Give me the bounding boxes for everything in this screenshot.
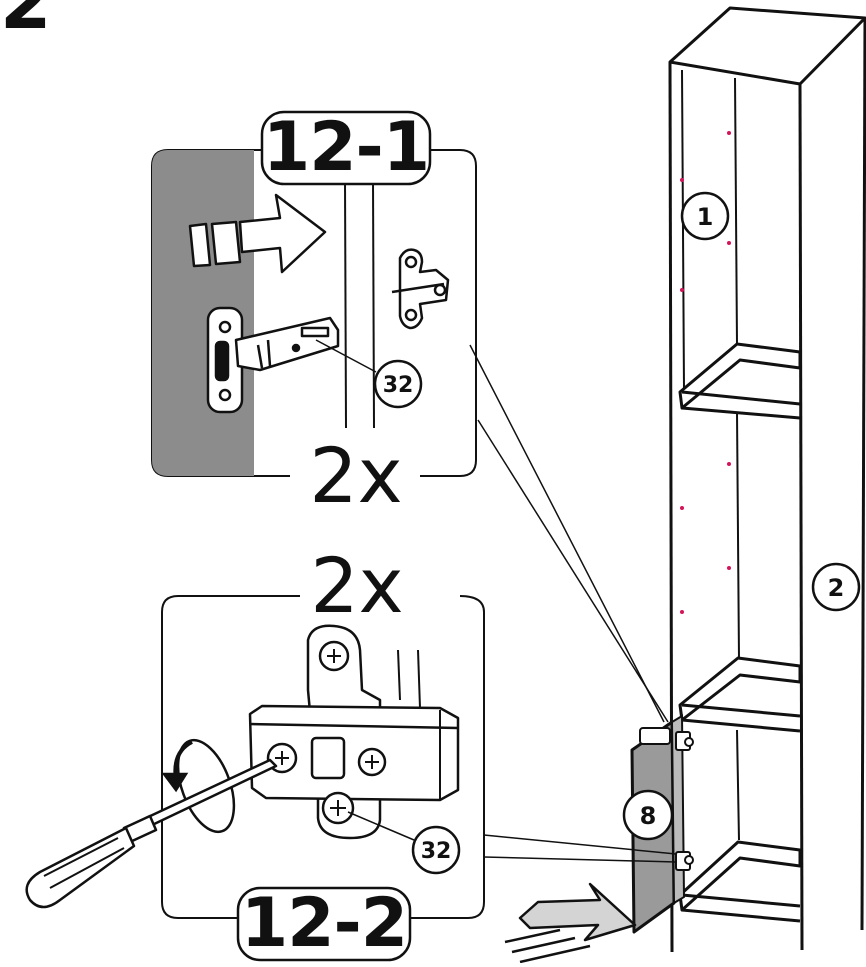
pin-marker — [680, 288, 684, 292]
push-arrow-icon — [188, 193, 327, 274]
step-label-box — [260, 110, 432, 186]
callout-leader — [347, 811, 415, 841]
step-label-12-2: 12-2 — [241, 884, 407, 963]
shelf-1-front — [681, 390, 801, 406]
pin-marker — [680, 178, 684, 182]
pin-marker — [727, 241, 731, 245]
detail-bottom-frame — [161, 595, 300, 919]
hinge-icon — [206, 306, 340, 414]
pin-marker — [727, 131, 731, 135]
pin-marker — [680, 610, 684, 614]
shelf-1-front-lower — [681, 406, 801, 420]
hinge-icon — [639, 727, 694, 751]
step-label-12-1: 12-1 — [263, 108, 429, 187]
step-label-box — [236, 886, 412, 962]
part-label-8: 8 — [640, 802, 657, 830]
detail-top-frame-right — [420, 149, 477, 477]
push-arrow-icon — [504, 882, 637, 964]
bottom-front-lower — [681, 908, 801, 923]
side-line — [344, 179, 347, 429]
door-panel: 8 — [622, 714, 694, 934]
part-label-32-bottom: 32 — [421, 839, 452, 864]
pin-marker — [727, 462, 731, 466]
rotate-arrow-icon — [161, 738, 236, 834]
cabinet-back-edge — [860, 17, 866, 931]
shelf-2-front — [681, 703, 801, 718]
cabinet-inner-left — [681, 69, 685, 391]
cabinet-inner-back-3 — [736, 729, 740, 841]
shelf-pin-markers — [680, 131, 731, 614]
cabinet-inner-back — [734, 77, 738, 346]
cabinet — [668, 6, 866, 953]
bottom-front — [681, 893, 801, 908]
cabinet-inner-back-2 — [736, 411, 740, 661]
part-callout-2: 2 — [811, 562, 861, 612]
hinge-icon — [248, 624, 460, 840]
step-number-text: 2 — [0, 0, 52, 46]
leader-lines — [469, 344, 677, 863]
part-callout-32-bottom — [411, 825, 461, 875]
step-number: 2 — [0, 0, 52, 46]
shelf-2-front-lower — [681, 718, 801, 733]
hinge-icon — [675, 851, 694, 871]
callout-leader — [315, 339, 377, 373]
part-label-1: 1 — [697, 203, 714, 231]
detail-bottom-frame-right — [410, 595, 485, 919]
cabinet-front-edge — [798, 83, 804, 951]
screwdriver-icon — [25, 758, 278, 909]
detail-top: 12-1 32 — [151, 108, 477, 520]
cabinet-top — [668, 6, 866, 86]
part-callout-1: 1 — [680, 191, 730, 241]
multiplier-top: 2x — [309, 431, 402, 520]
detail-bottom: 2x — [25, 541, 485, 963]
part-label-32-top: 32 — [383, 373, 414, 398]
pin-marker — [680, 506, 684, 510]
part-callout-32-top — [373, 359, 423, 409]
mounting-plate-icon — [391, 248, 450, 330]
side-line — [372, 179, 375, 429]
part-label-2: 2 — [828, 574, 845, 602]
multiplier-bottom: 2x — [310, 541, 403, 630]
pin-marker — [727, 566, 731, 570]
